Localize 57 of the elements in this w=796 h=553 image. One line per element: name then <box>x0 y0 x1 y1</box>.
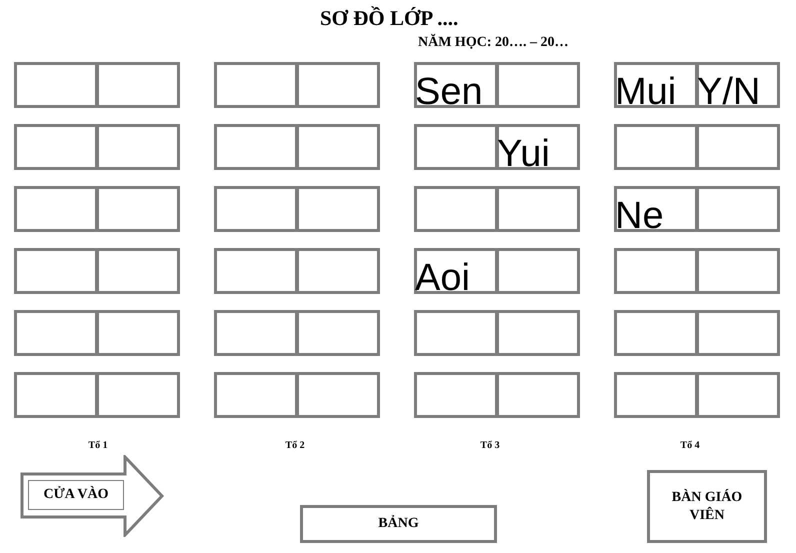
desk-seat <box>14 248 98 294</box>
desk-seat <box>696 372 780 418</box>
desk-seat <box>496 372 580 418</box>
desk-seat <box>214 124 298 170</box>
desk-seat <box>496 62 580 108</box>
desk-seat <box>296 310 380 356</box>
desk-seat <box>14 186 98 232</box>
desk-seat <box>696 310 780 356</box>
group-label: Tổ 2 <box>285 440 305 451</box>
desk-seat <box>214 310 298 356</box>
group-label: Tổ 1 <box>88 440 108 451</box>
desk-seat <box>296 124 380 170</box>
desk-seat <box>614 248 698 294</box>
desk-seat: Mui <box>614 62 698 108</box>
desk-seat <box>614 124 698 170</box>
desk-seat <box>214 62 298 108</box>
group-label: Tổ 3 <box>480 440 500 451</box>
group-label: Tổ 4 <box>680 440 700 451</box>
desk-seat <box>414 310 498 356</box>
desk-seat: Sen <box>414 62 498 108</box>
desk-seat <box>14 62 98 108</box>
board-box: BẢNG <box>300 505 497 543</box>
desk-seat <box>696 186 780 232</box>
teacher-desk-box: BÀN GIÁO VIÊN <box>647 470 767 543</box>
desk-seat <box>414 124 498 170</box>
desk-seat <box>614 372 698 418</box>
desk-seat <box>14 372 98 418</box>
desk-seat <box>14 310 98 356</box>
diagram-title: SƠ ĐỒ LỚP .... <box>320 6 458 31</box>
desk-seat <box>496 248 580 294</box>
desk-seat <box>214 186 298 232</box>
desk-seat <box>296 186 380 232</box>
school-year-text: NĂM HỌC: 20…. – 20… <box>418 35 568 51</box>
desk-seat <box>96 62 180 108</box>
desk-seat <box>696 248 780 294</box>
desk-seat <box>414 186 498 232</box>
entrance-label: CỬA VÀO <box>28 480 124 510</box>
desk-seat <box>96 248 180 294</box>
desk-seat <box>296 372 380 418</box>
desk-seat <box>496 186 580 232</box>
desk-seat <box>296 62 380 108</box>
desk-seat <box>214 248 298 294</box>
desk-seat <box>296 248 380 294</box>
desk-seat <box>214 372 298 418</box>
desk-seat: Y/N <box>696 62 780 108</box>
desk-seat <box>96 186 180 232</box>
desk-seat <box>696 124 780 170</box>
desk-seat: Ne <box>614 186 698 232</box>
desk-seat <box>96 124 180 170</box>
desk-seat: Aoi <box>414 248 498 294</box>
desk-seat: Yui <box>496 124 580 170</box>
desk-seat <box>614 310 698 356</box>
desk-seat <box>14 124 98 170</box>
desk-seat <box>96 372 180 418</box>
desk-seat <box>496 310 580 356</box>
desk-seat <box>414 372 498 418</box>
desk-seat <box>96 310 180 356</box>
